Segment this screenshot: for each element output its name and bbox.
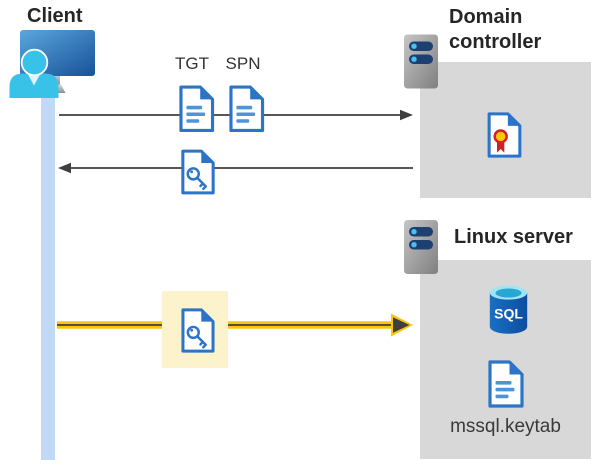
certificate-document-icon bbox=[486, 111, 523, 159]
person-head bbox=[20, 48, 49, 77]
user-at-computer-icon bbox=[9, 30, 95, 98]
response-arrow bbox=[58, 162, 413, 174]
keytab-label: mssql.keytab bbox=[450, 416, 561, 437]
tgt-document-icon bbox=[178, 84, 216, 134]
session-arrowhead-inner bbox=[393, 317, 410, 333]
linux-server-server-icon bbox=[404, 220, 438, 274]
session-key-document-icon bbox=[180, 307, 216, 354]
person-body bbox=[9, 73, 59, 98]
client-label: Client bbox=[27, 5, 83, 27]
tgt-label: TGT bbox=[175, 54, 209, 73]
sql-text: SQL bbox=[494, 305, 523, 321]
keytab-document-icon bbox=[487, 359, 525, 409]
response-arrowhead bbox=[58, 162, 71, 174]
domain-controller-server-icon bbox=[404, 34, 438, 89]
request-arrowhead bbox=[400, 109, 413, 121]
key-document-icon bbox=[180, 147, 216, 197]
request-arrow bbox=[59, 109, 413, 121]
sql-cylinder-body bbox=[489, 292, 528, 334]
session-arrow bbox=[57, 313, 413, 337]
sql-cylinder-top bbox=[495, 288, 522, 298]
spn-document-icon bbox=[228, 84, 266, 134]
person-collar bbox=[27, 73, 41, 86]
client-lifeline bbox=[41, 93, 55, 460]
linux-server-label: Linux server bbox=[454, 226, 573, 248]
spn-label: SPN bbox=[225, 54, 261, 73]
domain-controller-label: Domain controller bbox=[449, 6, 542, 53]
sql-database-icon: SQL bbox=[489, 285, 528, 334]
